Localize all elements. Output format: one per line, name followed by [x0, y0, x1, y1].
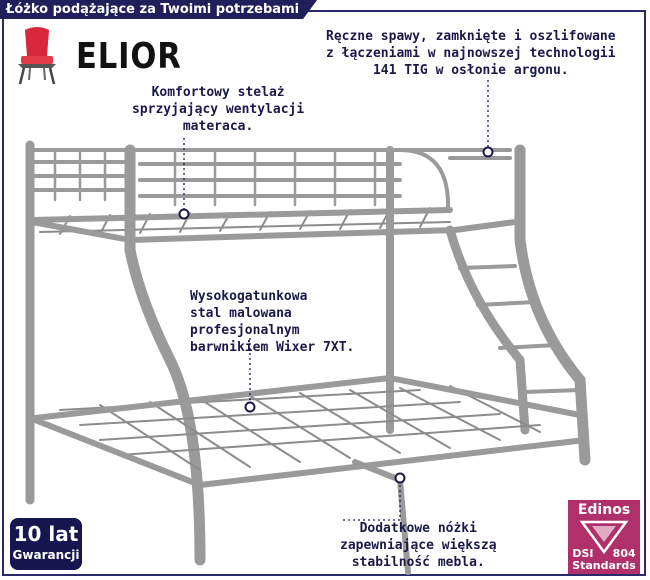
callout-frame: Komfortowy stelaż sprzyjający wentylacji… [132, 85, 305, 134]
badge-code-left: DSI [572, 547, 594, 560]
callout-steel: Wysokogatunkowa stal malowana profesjona… [190, 289, 355, 355]
edinos-logo-icon [579, 520, 629, 554]
product-frame [2, 10, 646, 576]
brand-name: ELIOR [76, 35, 182, 77]
badge-label: Standards [572, 559, 636, 572]
badge-name: Edinos [577, 502, 631, 518]
badge-code: DSI 804 [568, 547, 640, 560]
weld-marker [482, 146, 494, 158]
warranty-years: 10 lat [13, 522, 79, 546]
callout-welds: Ręczne spawy, zamknięte i oszlifowane z … [326, 29, 616, 78]
warranty-label: Gwarancji [12, 548, 80, 562]
brand-logo: ELIOR [12, 26, 200, 86]
warranty-badge: 10 lat Gwarancji [10, 518, 82, 570]
badge-code-right: 804 [612, 547, 636, 560]
legs-marker [394, 472, 406, 484]
edinos-badge: Edinos DSI 804 Standards [568, 500, 640, 574]
red-chair-icon [18, 27, 56, 85]
steel-marker [244, 401, 256, 413]
page-title: Łóżko podążające za Twoimi potrzebami [0, 0, 317, 19]
frame-marker [178, 208, 190, 220]
callout-legs: Dodatkowe nóżki zapewniające większą sta… [340, 521, 497, 570]
